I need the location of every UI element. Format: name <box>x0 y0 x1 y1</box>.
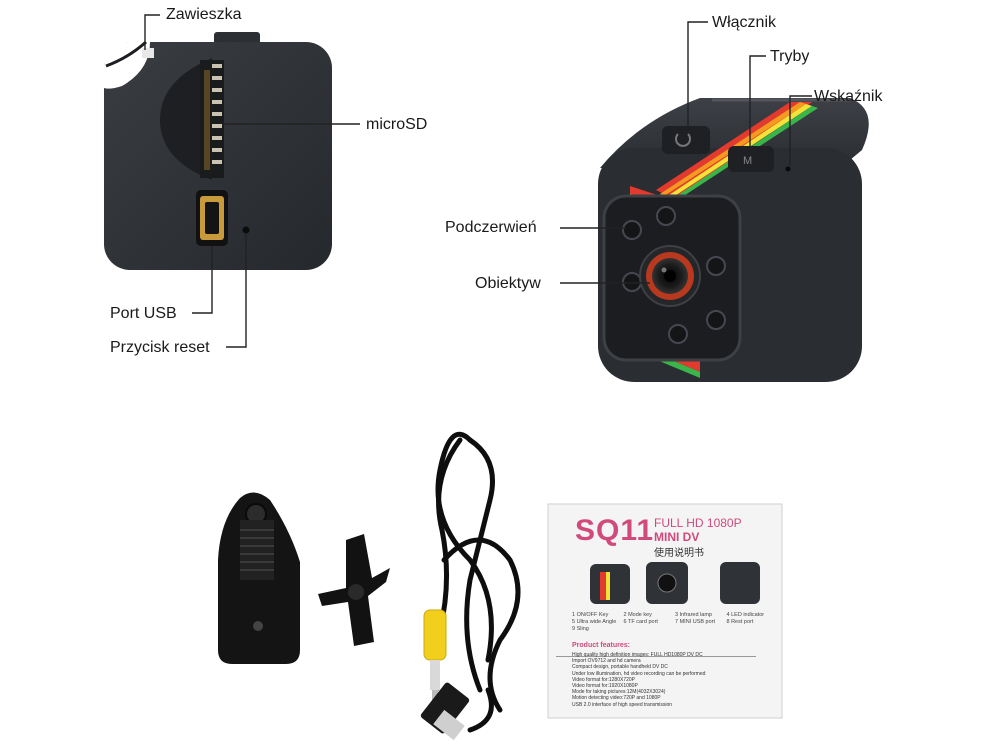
back-callout-lines <box>144 14 360 348</box>
part-item: 3 Infrared lamp <box>675 612 712 618</box>
label-lanyard: Zawieszka <box>166 6 242 23</box>
part-item: 9 Sling <box>572 626 589 632</box>
label-microsd: microSD <box>366 116 428 133</box>
label-power-button: Włącznik <box>712 14 777 31</box>
manual-full-hd: FULL HD 1080P <box>654 516 742 530</box>
manual-features-list: High quality high definition images: FUL… <box>572 652 772 708</box>
manual-parts-list: 1 ON/OFF Key 2 Mode key 3 Infrared lamp … <box>572 612 778 633</box>
feature-item: Compact design, portable handheld DV DC <box>572 664 668 671</box>
manual-subtitle: 使用说明书 <box>654 548 704 559</box>
part-item: 6 TF card port <box>623 619 658 625</box>
camera-front-view: M <box>598 98 869 382</box>
feature-item: Video format for:1920X1080P <box>572 683 638 690</box>
part-item: 5 Ultra wide Angle <box>572 619 617 625</box>
label-indicator: Wskaźnik <box>814 88 883 105</box>
feature-item: High quality high definition images: FUL… <box>572 652 703 658</box>
label-reset-button: Przycisk reset <box>110 339 210 356</box>
label-usb-port: Port USB <box>110 305 177 322</box>
label-infrared: Podczerwień <box>445 219 537 236</box>
feature-item: Motion detecting video:720P and 1080P <box>572 695 661 702</box>
part-item: 4 LED indicator <box>726 612 765 618</box>
feature-item: Mode for taking pictures:12M(4032X3024) <box>572 689 666 696</box>
rca-plug <box>423 609 447 702</box>
feature-item: Video format for:1280X720P <box>572 676 636 683</box>
feature-item: Import OV9712 and hd camera <box>572 658 641 665</box>
part-item: 2 Mode key <box>623 612 652 618</box>
camera-back-view <box>104 32 332 270</box>
label-mode-button: Tryby <box>770 48 810 65</box>
microsd-pins <box>212 64 222 164</box>
manual-mini-dv: MINI DV <box>654 530 700 544</box>
svg-text:M: M <box>743 155 752 167</box>
manual-features-title: Product features: <box>572 642 630 649</box>
part-item: 7 MINI USB port <box>675 619 716 625</box>
feature-item: Under low illumination, hd video recordi… <box>572 670 706 677</box>
front-callout-lines <box>560 21 812 284</box>
manual-model: SQ11 <box>575 514 655 547</box>
part-item: 8 Rest port <box>726 619 754 625</box>
clip-mount <box>218 492 300 664</box>
user-manual <box>547 503 783 719</box>
rotating-bracket <box>318 534 390 646</box>
part-item: 1 ON/OFF Key <box>572 612 609 618</box>
usb-plug <box>420 682 470 741</box>
label-lens: Obiektyw <box>475 275 541 292</box>
feature-item: USB 2.0 interface of high speed transmis… <box>572 701 673 708</box>
